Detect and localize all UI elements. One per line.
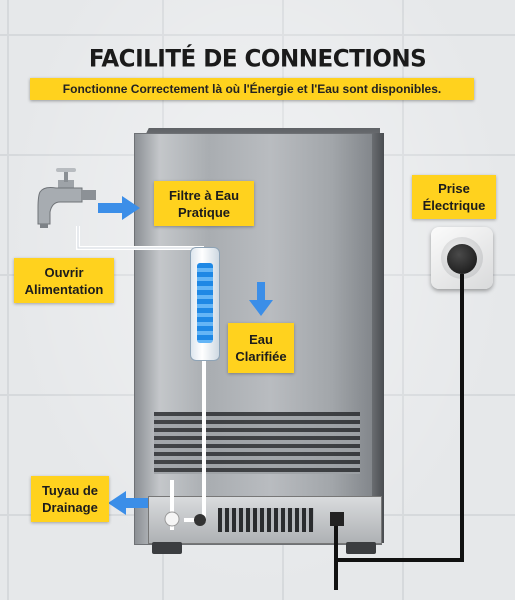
inlet-pipe-edge [77,226,204,249]
base-grill [218,508,314,532]
machine-foot-left [152,542,182,554]
arrow-icon-to-filter [98,196,140,220]
machine-foot-right [346,542,376,554]
arrow-icon-down [249,282,273,316]
machine-side [372,133,384,543]
page-title: FACILITÉ DE CONNECTIONS [88,45,427,73]
power-cable [334,274,464,562]
label-power-outlet: Prise Électrique [412,175,496,219]
outlet-pipe [184,359,206,522]
faucet-icon [30,168,100,238]
subtitle-banner: Fonctionne Correctement là où l'Énergie … [30,78,474,100]
rear-vents [154,412,360,474]
power-inlet [330,512,344,526]
inlet-fitting [194,514,206,526]
label-clarified-water: Eau Clarifiée [228,323,294,373]
label-open-supply: Ouvrir Alimentation [14,258,114,303]
drain-fitting [164,511,180,527]
plug-icon [447,244,477,274]
filter-core [197,263,213,343]
label-water-filter: Filtre à Eau Pratique [154,181,254,226]
label-drain-hose: Tuyau de Drainage [31,476,109,522]
arrow-icon-drain [108,491,148,515]
